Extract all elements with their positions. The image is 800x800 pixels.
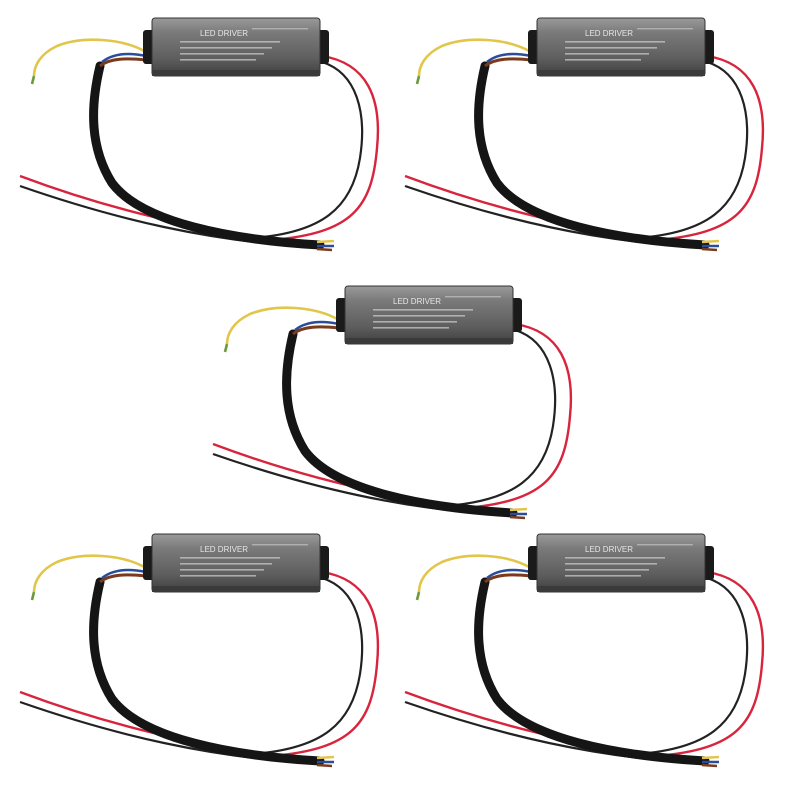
green-wire-tip bbox=[30, 591, 36, 601]
housing-base bbox=[345, 338, 513, 344]
led-driver-unit: LED DRIVER bbox=[404, 17, 765, 252]
brown-wire bbox=[99, 57, 147, 68]
yellow-wire-end bbox=[316, 755, 335, 760]
label-spec-line bbox=[565, 53, 649, 55]
housing-base bbox=[537, 586, 705, 592]
black-wire bbox=[251, 576, 364, 756]
red-wire bbox=[271, 54, 380, 242]
label-spec-line bbox=[180, 569, 264, 571]
input-cable bbox=[474, 61, 710, 250]
led-driver-unit: LED DRIVER bbox=[404, 533, 765, 768]
red-wire bbox=[404, 690, 706, 762]
label-title: LED DRIVER bbox=[585, 545, 633, 554]
label-spec-line bbox=[373, 321, 457, 323]
label-spec-line bbox=[180, 53, 264, 55]
input-cable bbox=[474, 577, 710, 766]
red-wire bbox=[19, 690, 321, 762]
label-spec-line bbox=[373, 327, 449, 329]
label-title: LED DRIVER bbox=[200, 29, 248, 38]
label-spec-line bbox=[637, 28, 693, 30]
black-wire bbox=[636, 60, 749, 240]
label-spec-line bbox=[180, 59, 256, 61]
label-spec-line bbox=[373, 309, 473, 311]
red-wire bbox=[656, 54, 765, 242]
label-spec-line bbox=[565, 563, 657, 565]
input-cable bbox=[282, 329, 518, 518]
yellow-wire-end bbox=[316, 239, 335, 244]
housing-base bbox=[537, 70, 705, 76]
led-driver-unit: LED DRIVER bbox=[19, 533, 380, 768]
label-spec-line bbox=[445, 296, 501, 298]
brown-wire-end bbox=[509, 515, 526, 520]
label-spec-line bbox=[565, 59, 641, 61]
label-title: LED DRIVER bbox=[585, 29, 633, 38]
blue-wire bbox=[101, 52, 147, 64]
yellow-wire-end bbox=[509, 507, 528, 512]
label-spec-line bbox=[565, 557, 665, 559]
blue-wire bbox=[486, 568, 532, 580]
input-cable bbox=[89, 577, 325, 766]
label-spec-line bbox=[180, 563, 272, 565]
black-wire bbox=[636, 576, 749, 756]
blue-wire bbox=[101, 568, 147, 580]
label-title: LED DRIVER bbox=[200, 545, 248, 554]
yellow-wire bbox=[417, 38, 532, 77]
brown-wire-end bbox=[316, 763, 333, 768]
brown-wire bbox=[292, 325, 340, 336]
input-cable bbox=[89, 61, 325, 250]
blue-wire bbox=[486, 52, 532, 64]
label-spec-line bbox=[565, 47, 657, 49]
blue-wire bbox=[294, 320, 340, 332]
red-wire bbox=[212, 442, 514, 514]
label-spec-line bbox=[252, 28, 308, 30]
black-wire bbox=[251, 60, 364, 240]
label-spec-line bbox=[180, 575, 256, 577]
green-wire-tip bbox=[223, 343, 229, 353]
brown-wire bbox=[484, 573, 532, 584]
housing-base bbox=[152, 70, 320, 76]
led-driver-unit: LED DRIVER bbox=[19, 17, 380, 252]
label-spec-line bbox=[565, 41, 665, 43]
yellow-wire bbox=[417, 554, 532, 593]
brown-wire-end bbox=[701, 247, 718, 252]
red-wire bbox=[656, 570, 765, 758]
yellow-wire bbox=[32, 554, 147, 593]
red-wire bbox=[271, 570, 380, 758]
red-wire bbox=[464, 322, 573, 510]
yellow-wire bbox=[32, 38, 147, 77]
yellow-wire-end bbox=[701, 755, 720, 760]
label-spec-line bbox=[252, 544, 308, 546]
brown-wire-end bbox=[316, 247, 333, 252]
green-wire-tip bbox=[30, 75, 36, 85]
yellow-wire bbox=[225, 306, 340, 345]
housing-base bbox=[152, 586, 320, 592]
label-spec-line bbox=[637, 544, 693, 546]
label-spec-line bbox=[565, 569, 649, 571]
brown-wire bbox=[99, 573, 147, 584]
label-title: LED DRIVER bbox=[393, 297, 441, 306]
label-spec-line bbox=[373, 315, 465, 317]
yellow-wire-end bbox=[701, 239, 720, 244]
label-spec-line bbox=[565, 575, 641, 577]
green-wire-tip bbox=[415, 75, 421, 85]
black-wire bbox=[444, 328, 557, 508]
brown-wire-end bbox=[701, 763, 718, 768]
red-wire bbox=[404, 174, 706, 246]
led-driver-unit: LED DRIVER bbox=[212, 285, 573, 520]
brown-wire bbox=[484, 57, 532, 68]
green-wire-tip bbox=[415, 591, 421, 601]
label-spec-line bbox=[180, 47, 272, 49]
label-spec-line bbox=[180, 41, 280, 43]
label-spec-line bbox=[180, 557, 280, 559]
red-wire bbox=[19, 174, 321, 246]
